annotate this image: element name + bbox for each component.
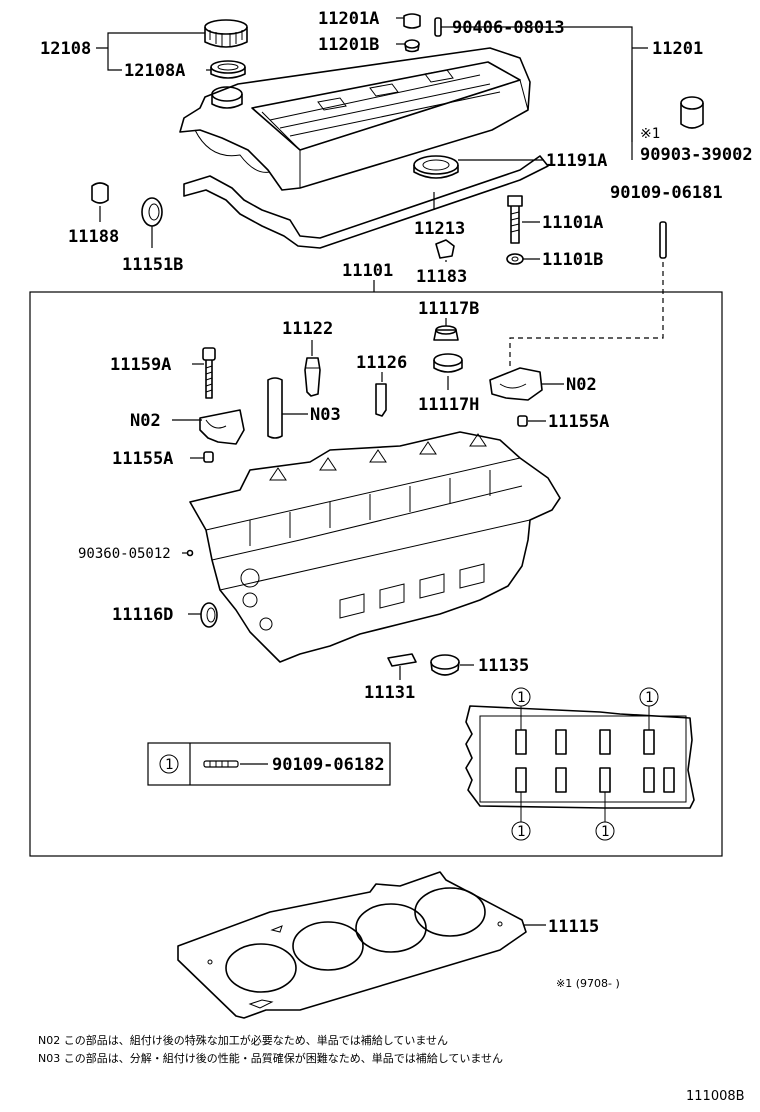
label-11201b: 11201B xyxy=(318,35,379,55)
stud-marker-bottom-left xyxy=(511,821,531,841)
label-12108: 12108 xyxy=(40,39,91,59)
label-90360-05012: 90360-05012 xyxy=(78,546,171,562)
label-note-mark: ※1 xyxy=(640,126,660,142)
head-gasket-drawing xyxy=(177,871,527,1019)
part-11135-drawing xyxy=(430,654,460,676)
label-90903-39002: 90903-39002 xyxy=(640,145,753,165)
bolt-11101a-drawing xyxy=(507,195,523,244)
plug-90360-drawing xyxy=(186,549,194,557)
label-11151b: 11151B xyxy=(122,255,183,275)
cylinder-head-cover-drawing xyxy=(179,47,531,191)
stud-marker-bottom-right xyxy=(595,821,615,841)
part-11117b-drawing xyxy=(433,325,459,341)
label-11213: 11213 xyxy=(414,219,465,239)
label-11126: 11126 xyxy=(356,353,407,373)
label-11155a-left: 11155A xyxy=(112,449,173,469)
note-n03: N03 この部品は、分解・組付け後の性能・品質確保が困難なため、単品では補給して… xyxy=(38,1051,503,1065)
label-n03: N03 xyxy=(310,405,341,425)
seal-11151b-drawing xyxy=(141,197,163,227)
head-top-view-drawing xyxy=(465,687,695,841)
note-n02: N02 この部品は、組付け後の特殊な加工が必要なため、単品では補給していません xyxy=(38,1033,448,1047)
cylinder-head-drawing xyxy=(189,431,561,663)
label-11122: 11122 xyxy=(282,319,333,339)
stud-marker-label-bottom-right: 1 xyxy=(601,824,609,840)
part-11126-drawing xyxy=(375,383,387,417)
sleeve-11155a-right-drawing xyxy=(517,415,528,427)
part-11117h-drawing xyxy=(433,353,463,373)
label-11131: 11131 xyxy=(364,683,415,703)
cover-gasket-drawing xyxy=(183,155,549,249)
label-11155a-right: 11155A xyxy=(548,412,609,432)
label-11201a: 11201A xyxy=(318,9,379,29)
dashed-connector xyxy=(509,262,664,370)
label-11117b: 11117B xyxy=(418,299,479,319)
stud-marker-top-right xyxy=(639,687,659,707)
plug-11188-drawing xyxy=(91,182,109,204)
label-12108a: 12108A xyxy=(124,61,185,81)
label-11135: 11135 xyxy=(478,656,529,676)
label-11116d: 11116D xyxy=(112,605,173,625)
label-11201: 11201 xyxy=(652,39,703,59)
plug-seal-drawing xyxy=(413,155,459,179)
label-n02-left: N02 xyxy=(130,411,161,431)
part-11131-drawing xyxy=(387,653,417,667)
date-note: ※1 (9708- ) xyxy=(556,977,620,990)
pin-n03-drawing xyxy=(267,377,283,439)
sleeve-11155a-left-drawing xyxy=(203,451,214,463)
label-n02-right: N02 xyxy=(566,375,597,395)
label-11101a: 11101A xyxy=(542,213,603,233)
bearing-cap-n02-left-drawing xyxy=(199,409,245,445)
bolt-11159a-drawing xyxy=(202,347,216,399)
stud-marker-label-bottom-left: 1 xyxy=(517,824,525,840)
label-90406-08013: 90406-08013 xyxy=(452,18,565,38)
label-90109-06181: 90109-06181 xyxy=(610,183,723,203)
plug-90903-drawing xyxy=(680,96,704,129)
head-assembly-frame xyxy=(29,291,723,857)
legend-circle-label: 1 xyxy=(165,757,173,773)
label-11101b: 11101B xyxy=(542,250,603,270)
seal-11116d-drawing xyxy=(200,602,218,628)
legend-box xyxy=(147,742,391,786)
grommet-11201b-drawing xyxy=(404,39,420,53)
cap-gasket-drawing xyxy=(210,60,246,79)
label-11183: 11183 xyxy=(416,267,467,287)
valve-guide-11122-drawing xyxy=(304,357,321,397)
label-11191a: 11191A xyxy=(546,151,607,171)
label-11159a: 11159A xyxy=(110,355,171,375)
stud-marker-label-top-left: 1 xyxy=(517,690,525,706)
stud-90109-06181-drawing xyxy=(659,221,667,259)
label-90109-06182: 90109-06182 xyxy=(272,755,385,775)
stud-90406-drawing xyxy=(434,17,442,37)
washer-11101b-drawing xyxy=(506,253,524,265)
figure-id: 111008B xyxy=(686,1089,745,1104)
stud-marker-top-left xyxy=(511,687,531,707)
label-11101: 11101 xyxy=(342,261,393,281)
label-11115: 11115 xyxy=(548,917,599,937)
leader-lines xyxy=(96,17,648,926)
label-11117h: 11117H xyxy=(418,395,479,415)
label-11188: 11188 xyxy=(68,227,119,247)
stud-marker-label-top-right: 1 xyxy=(645,690,653,706)
grommet-11201a-drawing xyxy=(403,13,421,29)
bearing-cap-n02-right-drawing xyxy=(489,367,543,401)
oil-filler-cap-drawing xyxy=(204,19,248,48)
part-11183-drawing xyxy=(435,239,455,259)
